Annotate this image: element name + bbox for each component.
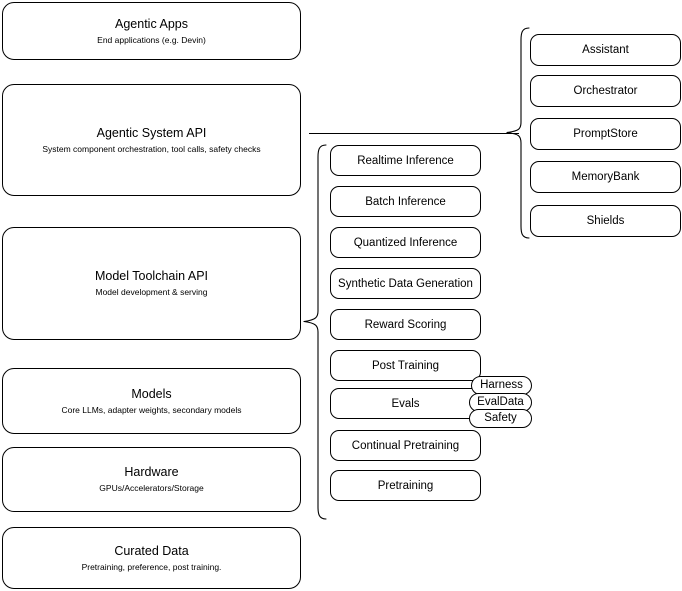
system-component-label: MemoryBank — [571, 171, 640, 183]
capability-label: Synthetic Data Generation — [338, 277, 473, 290]
capability-label: Evals — [391, 397, 420, 410]
layer-subtitle: Core LLMs, adapter weights, secondary mo… — [61, 404, 242, 415]
eval-subcomponent-evaldata[interactable]: EvalData — [469, 393, 532, 412]
capability-realtime-inference[interactable]: Realtime Inference — [330, 145, 481, 176]
capability-reward-scoring[interactable]: Reward Scoring — [330, 309, 481, 340]
layer-title: Curated Data — [114, 543, 189, 558]
layer-subtitle: Model development & serving — [95, 287, 208, 297]
layer-title: Hardware — [124, 465, 179, 479]
layer-subtitle: End applications (e.g. Devin) — [97, 34, 206, 45]
eval-subcomponent-label: EvalData — [477, 396, 524, 408]
bracket-agentic-system-components — [505, 26, 531, 240]
capability-label: Realtime Inference — [357, 154, 454, 167]
capability-label: Continual Pretraining — [351, 439, 460, 452]
system-component-orchestrator[interactable]: Orchestrator — [530, 75, 681, 107]
capability-label: Quantized Inference — [353, 236, 458, 249]
layer-subtitle: System component orchestration, tool cal… — [42, 143, 261, 154]
bracket-model-toolchain — [302, 143, 328, 521]
eval-subcomponent-label: Safety — [484, 412, 517, 424]
capability-continual-pretraining[interactable]: Continual Pretraining — [330, 430, 481, 461]
capability-evals[interactable]: Evals — [330, 388, 481, 419]
connector-system-api-to-components — [309, 133, 519, 134]
eval-subcomponent-label: Harness — [480, 379, 523, 391]
capability-label: Pretraining — [377, 479, 434, 492]
layer-title: Agentic Apps — [115, 16, 188, 31]
capability-quantized-inference[interactable]: Quantized Inference — [330, 227, 481, 258]
layer-subtitle: GPUs/Accelerators/Storage — [99, 483, 204, 493]
layer-model-toolchain-api[interactable]: Model Toolchain API Model development & … — [2, 227, 301, 340]
system-component-label: Shields — [586, 215, 625, 227]
system-component-label: Orchestrator — [573, 85, 638, 97]
layer-models[interactable]: Models Core LLMs, adapter weights, secon… — [2, 368, 301, 434]
layer-curated-data[interactable]: Curated Data Pretraining, preference, po… — [2, 527, 301, 589]
capability-pretraining[interactable]: Pretraining — [330, 470, 481, 501]
layer-agentic-system-api[interactable]: Agentic System API System component orch… — [2, 84, 301, 196]
system-component-shields[interactable]: Shields — [530, 205, 681, 237]
layer-title: Agentic System API — [96, 125, 207, 140]
system-component-assistant[interactable]: Assistant — [530, 34, 681, 66]
layer-title: Models — [131, 386, 172, 401]
capability-synthetic-data-generation[interactable]: Synthetic Data Generation — [330, 268, 481, 299]
eval-subcomponent-safety[interactable]: Safety — [469, 409, 532, 428]
system-component-promptstore[interactable]: PromptStore — [530, 118, 681, 150]
capability-batch-inference[interactable]: Batch Inference — [330, 186, 481, 217]
layer-hardware[interactable]: Hardware GPUs/Accelerators/Storage — [2, 447, 301, 512]
capability-post-training[interactable]: Post Training — [330, 350, 481, 381]
layer-agentic-apps[interactable]: Agentic Apps End applications (e.g. Devi… — [2, 2, 301, 60]
capability-label: Batch Inference — [365, 195, 446, 208]
layer-subtitle: Pretraining, preference, post training. — [81, 561, 222, 572]
capability-label: Reward Scoring — [364, 318, 447, 331]
layer-title: Model Toolchain API — [94, 269, 209, 283]
capability-label: Post Training — [371, 359, 440, 372]
system-component-label: PromptStore — [573, 128, 638, 140]
system-component-memorybank[interactable]: MemoryBank — [530, 161, 681, 193]
system-component-label: Assistant — [582, 44, 629, 56]
